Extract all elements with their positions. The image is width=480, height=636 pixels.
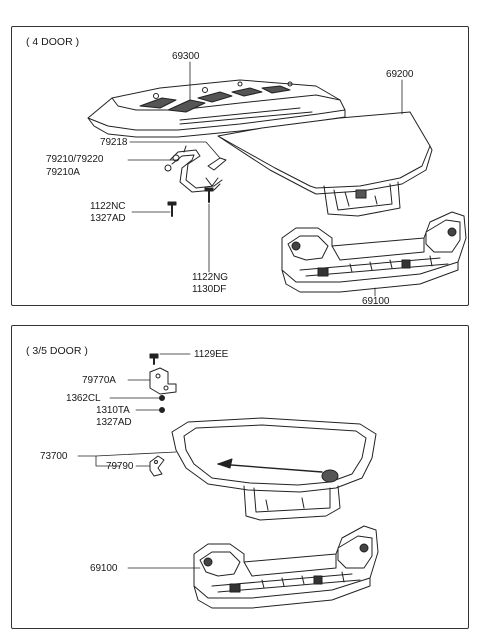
bolt-part-1122nc	[167, 201, 177, 217]
trunk-lid-part-69200	[217, 111, 433, 217]
label-79770a: 79770A	[82, 375, 116, 386]
label-79218: 79218	[100, 137, 128, 148]
torsion-bar-part-79218	[207, 157, 227, 171]
label-1129ee: 1129EE	[194, 349, 229, 360]
label-1122nc: 1122NC	[90, 201, 126, 212]
rear-panel-part-69100-top	[281, 211, 467, 293]
bracket-part-79790	[149, 455, 165, 477]
four-door-header: ( 4 DOOR )	[26, 36, 80, 48]
label-79790: 79790	[106, 461, 134, 472]
label-69100-bottom: 69100	[90, 563, 118, 574]
hinge-part-79210	[164, 145, 223, 193]
label-1327ad-top: 1327AD	[90, 213, 126, 224]
label-69200: 69200	[386, 69, 414, 80]
label-69100-top: 69100	[362, 296, 390, 307]
label-1310ta: 1310TA	[96, 405, 130, 416]
label-73700: 73700	[40, 451, 68, 462]
label-79210-79220: 79210/79220	[46, 154, 104, 165]
three-five-door-header: ( 3/5 DOOR )	[26, 345, 88, 357]
label-1327ad-bottom: 1327AD	[96, 417, 132, 428]
package-tray-part-69300	[87, 79, 346, 138]
rear-panel-part-69100-bottom	[193, 525, 379, 609]
label-1130df: 1130DF	[192, 284, 227, 295]
bolt-part-1122ng	[204, 187, 214, 203]
bolt-part-1129ee	[149, 353, 159, 365]
hinge-part-79770a	[149, 367, 177, 395]
label-69300: 69300	[172, 51, 200, 62]
label-1362cl: 1362CL	[66, 393, 101, 404]
tailgate-part-73700	[171, 417, 377, 521]
label-79210a: 79210A	[46, 167, 80, 178]
label-1122ng: 1122NG	[192, 272, 228, 283]
